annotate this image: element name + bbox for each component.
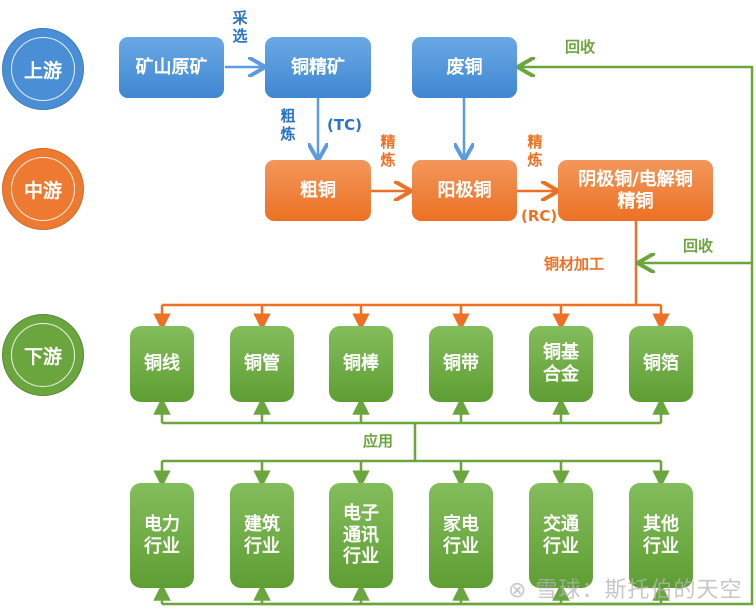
label-rough-bottom: 炼	[280, 125, 296, 143]
stage-downstream-label: 下游	[23, 345, 62, 368]
industry-node: 建筑行业	[230, 483, 294, 588]
label-refining-1: 精炼	[380, 133, 396, 169]
node-blister: 粗铜	[265, 160, 371, 221]
industry-label: 行业	[244, 535, 280, 557]
stage-downstream: 下游	[2, 314, 84, 396]
label-refine2-top: 精	[527, 133, 543, 151]
product-label: 铜棒	[343, 353, 379, 375]
industry-label: 行业	[343, 546, 379, 568]
watermark-logo-icon: ⊗	[508, 578, 528, 603]
industry-label: 电力	[144, 513, 180, 535]
product-node: 铜基合金	[529, 326, 593, 402]
industry-label: 家电	[443, 513, 479, 535]
product-label: 合金	[543, 364, 579, 385]
label-rc: (RC)	[521, 207, 558, 225]
label-mining: 采选	[232, 9, 248, 45]
node-ore: 矿山原矿	[119, 37, 224, 98]
node-anode-label: 阳极铜	[437, 179, 492, 201]
industry-node: 电子通讯行业	[329, 483, 393, 588]
node-concentrate-label: 铜精矿	[291, 56, 345, 78]
label-refining-2: 精炼	[527, 133, 543, 169]
node-ore-label: 矿山原矿	[135, 56, 208, 78]
stage-upstream: 上游	[2, 28, 84, 110]
label-processing: 铜材加工	[544, 255, 605, 273]
label-refine1-bottom: 炼	[380, 151, 396, 169]
label-application: 应用	[363, 432, 394, 450]
stage-midstream-label: 中游	[23, 179, 62, 202]
industry-node: 其他行业	[629, 483, 693, 588]
stage-midstream: 中游	[2, 148, 84, 230]
stage-upstream-label: 上游	[23, 59, 62, 82]
industry-label: 行业	[643, 535, 679, 557]
label-rough-top: 粗	[280, 107, 296, 125]
industry-label: 其他	[643, 513, 679, 535]
node-blister-label: 粗铜	[300, 179, 336, 201]
node-cathode: 阴极铜/电解铜 精铜	[558, 160, 713, 221]
product-node: 铜线	[130, 326, 194, 402]
industry-node: 交通行业	[529, 483, 593, 588]
label-recycle-mid: 回收	[683, 237, 714, 255]
label-mining-top: 采	[232, 9, 248, 27]
product-label: 铜箔	[643, 353, 679, 375]
watermark: ⊗ 雪球：斯托伯的天空	[508, 572, 742, 604]
node-cathode-line2: 精铜	[617, 190, 654, 212]
product-label: 铜带	[443, 353, 479, 375]
industry-label: 通讯	[343, 524, 379, 546]
product-node: 铜箔	[629, 326, 693, 402]
label-mining-bottom: 选	[232, 27, 248, 45]
product-node: 铜带	[429, 326, 493, 402]
label-recycle-top: 回收	[565, 38, 596, 56]
industry-label: 电子	[343, 503, 379, 525]
node-cathode-line1: 阴极铜/电解铜	[578, 168, 693, 190]
label-refine2-bottom: 炼	[527, 151, 543, 169]
industry-label: 建筑	[244, 513, 280, 535]
product-label: 铜管	[244, 353, 280, 375]
industry-node: 电力行业	[130, 483, 194, 588]
node-concentrate: 铜精矿	[265, 37, 371, 98]
node-scrap: 废铜	[412, 37, 517, 98]
product-label: 铜基	[543, 342, 579, 364]
watermark-text: 雪球：斯托伯的天空	[535, 578, 743, 603]
product-node: 铜棒	[329, 326, 393, 402]
industry-node: 家电行业	[429, 483, 493, 588]
node-anode: 阳极铜	[412, 160, 517, 221]
industry-label: 交通	[543, 513, 579, 535]
industry-label: 行业	[144, 535, 180, 557]
product-node: 铜管	[230, 326, 294, 402]
industry-label: 行业	[543, 535, 579, 557]
node-scrap-label: 废铜	[446, 56, 483, 78]
label-refine1-top: 精	[380, 133, 396, 151]
label-tc: (TC)	[327, 116, 362, 134]
industry-label: 行业	[443, 535, 479, 557]
label-rough-smelting: 粗炼	[280, 107, 296, 143]
product-label: 铜线	[144, 353, 180, 375]
